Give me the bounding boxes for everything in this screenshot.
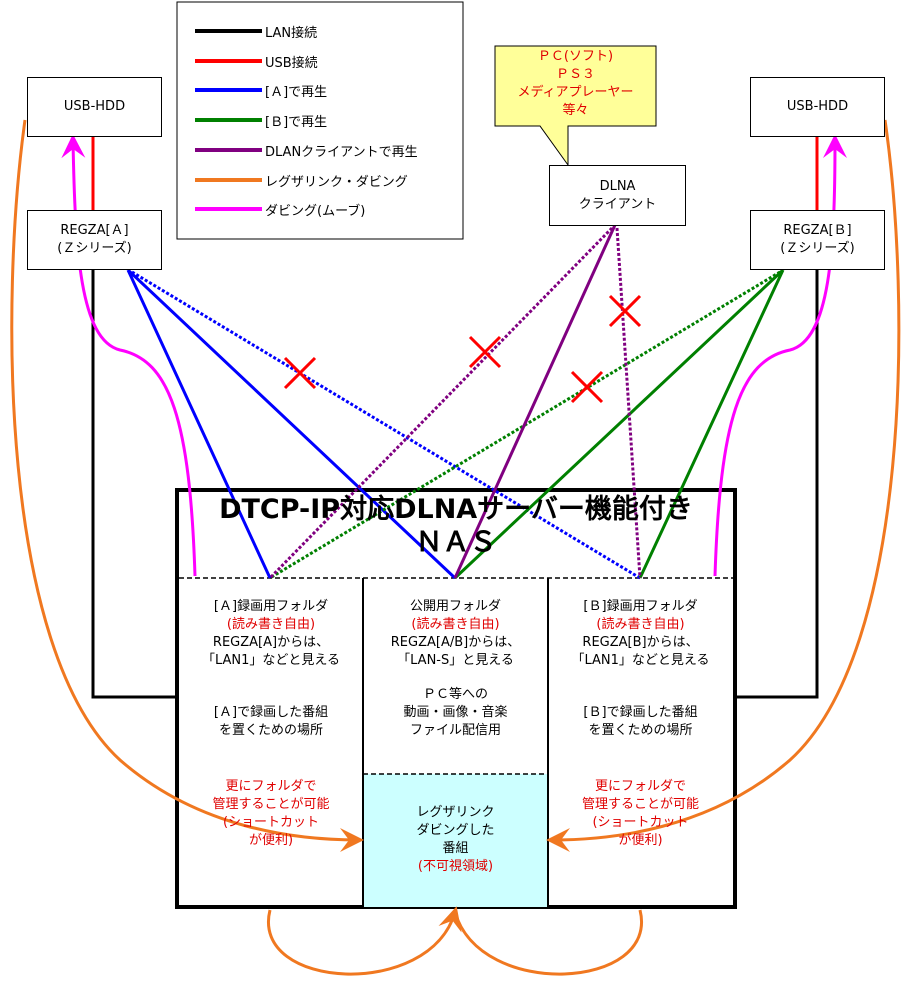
label: USB-HDD <box>63 99 126 114</box>
regzalink-arrows <box>10 119 901 976</box>
subtitle: ＮＡＳ <box>415 527 497 558</box>
folder-a: [Ａ]録画用フォルダ (読み書き自由) REGZA[A]からは、「LAN1」などと見… <box>179 598 363 850</box>
legend-move: ダビング(ムーブ) <box>265 204 366 219</box>
line: REGZA[B]からは、 <box>582 635 699 650</box>
line: が便利) <box>248 833 294 848</box>
line: 「LAN-S」と見える <box>397 653 514 668</box>
line: メディアプレーヤー <box>517 85 634 100</box>
legend-usb: USB接続 <box>265 56 318 71</box>
line: 更にフォルダで <box>594 779 686 794</box>
label: クライアント <box>578 196 657 212</box>
lan-lines <box>91 270 819 699</box>
callout-bubble <box>494 45 657 167</box>
line: 更にフォルダで <box>225 779 317 794</box>
label: REGZA[Ｂ] <box>783 223 852 238</box>
legend-swatches <box>195 29 262 211</box>
line: 公開用フォルダ <box>409 599 501 614</box>
line: 番組 <box>442 841 469 856</box>
line: [Ｂ]録画用フォルダ <box>583 599 698 614</box>
play-lines <box>126 224 785 580</box>
label: REGZA[Ａ] <box>60 223 129 238</box>
legend-dlna: DLANクライアントで再生 <box>265 145 418 160</box>
usb-lines <box>91 136 819 210</box>
label: (Ｚシリーズ) <box>780 241 855 256</box>
legend-play-a: [Ａ]で再生 <box>265 85 328 100</box>
line: 「LAN1」などと見える <box>571 653 710 668</box>
line: レグザリンク <box>416 805 495 820</box>
dlna-client: DLNA クライアント <box>549 165 686 226</box>
label: USB-HDD <box>786 99 849 114</box>
hidden-area-text: レグザリンクダビングした番組 (不可視領域) <box>363 804 548 876</box>
legend-play-b: [Ｂ]で再生 <box>265 115 328 130</box>
line: REGZA[A/B]からは、 <box>390 635 521 650</box>
line: 動画・画像・音楽 <box>403 705 508 720</box>
folder-b: [Ｂ]録画用フォルダ (読み書き自由) REGZA[B]からは、「LAN1」などと見… <box>548 598 733 850</box>
hidden-area <box>363 774 548 907</box>
line: ファイル配信用 <box>409 723 501 738</box>
line: [Ａ]録画用フォルダ <box>213 599 329 614</box>
public-folder: 公開用フォルダ (読み書き自由) REGZA[A/B]からは、「LAN-S」と見える… <box>363 598 548 740</box>
line: ＰＳ３ <box>555 67 595 82</box>
line: (読み書き自由) <box>226 617 316 632</box>
line: (ショートカット <box>592 815 689 830</box>
regza-b: REGZA[Ｂ] (Ｚシリーズ) <box>750 210 885 270</box>
line: [Ｂ]で録画した番組 <box>583 705 698 720</box>
line: 管理することが可能 <box>581 797 699 812</box>
title: DTCP-IP対応DLNAサーバー機能付き <box>219 494 693 525</box>
line: (不可視領域) <box>417 859 494 874</box>
line: REGZA[A]からは、 <box>212 635 330 650</box>
line: [Ａ]で録画した番組 <box>213 705 329 720</box>
line: ＰＣ等への <box>422 687 488 702</box>
callout-text: ＰＣ(ソフト) ＰＳ３ メディアプレーヤー等々 <box>495 48 656 120</box>
line: ダビングした <box>416 823 495 838</box>
line: ＰＣ(ソフト) <box>537 49 614 64</box>
line: (読み書き自由) <box>596 617 685 632</box>
usb-hdd-left: USB-HDD <box>27 77 162 137</box>
line: 「LAN1」などと見える <box>201 653 341 668</box>
line: 管理することが可能 <box>212 797 330 812</box>
usb-hdd-right: USB-HDD <box>750 77 885 137</box>
regza-a: REGZA[Ａ] (Ｚシリーズ) <box>27 210 162 270</box>
blocked-x-marks <box>283 294 642 404</box>
label: DLNA <box>599 178 636 194</box>
label: (Ｚシリーズ) <box>57 241 132 256</box>
line: を置くための場所 <box>218 723 323 738</box>
line: が便利) <box>618 833 663 848</box>
legend-regzalink: レグザリンク・ダビング <box>265 175 408 190</box>
line: (ショートカット <box>222 815 320 830</box>
legend-lan: LAN接続 <box>265 26 318 41</box>
line: を置くための場所 <box>588 723 693 738</box>
line: 等々 <box>562 103 589 118</box>
line: (読み書き自由) <box>411 617 500 632</box>
